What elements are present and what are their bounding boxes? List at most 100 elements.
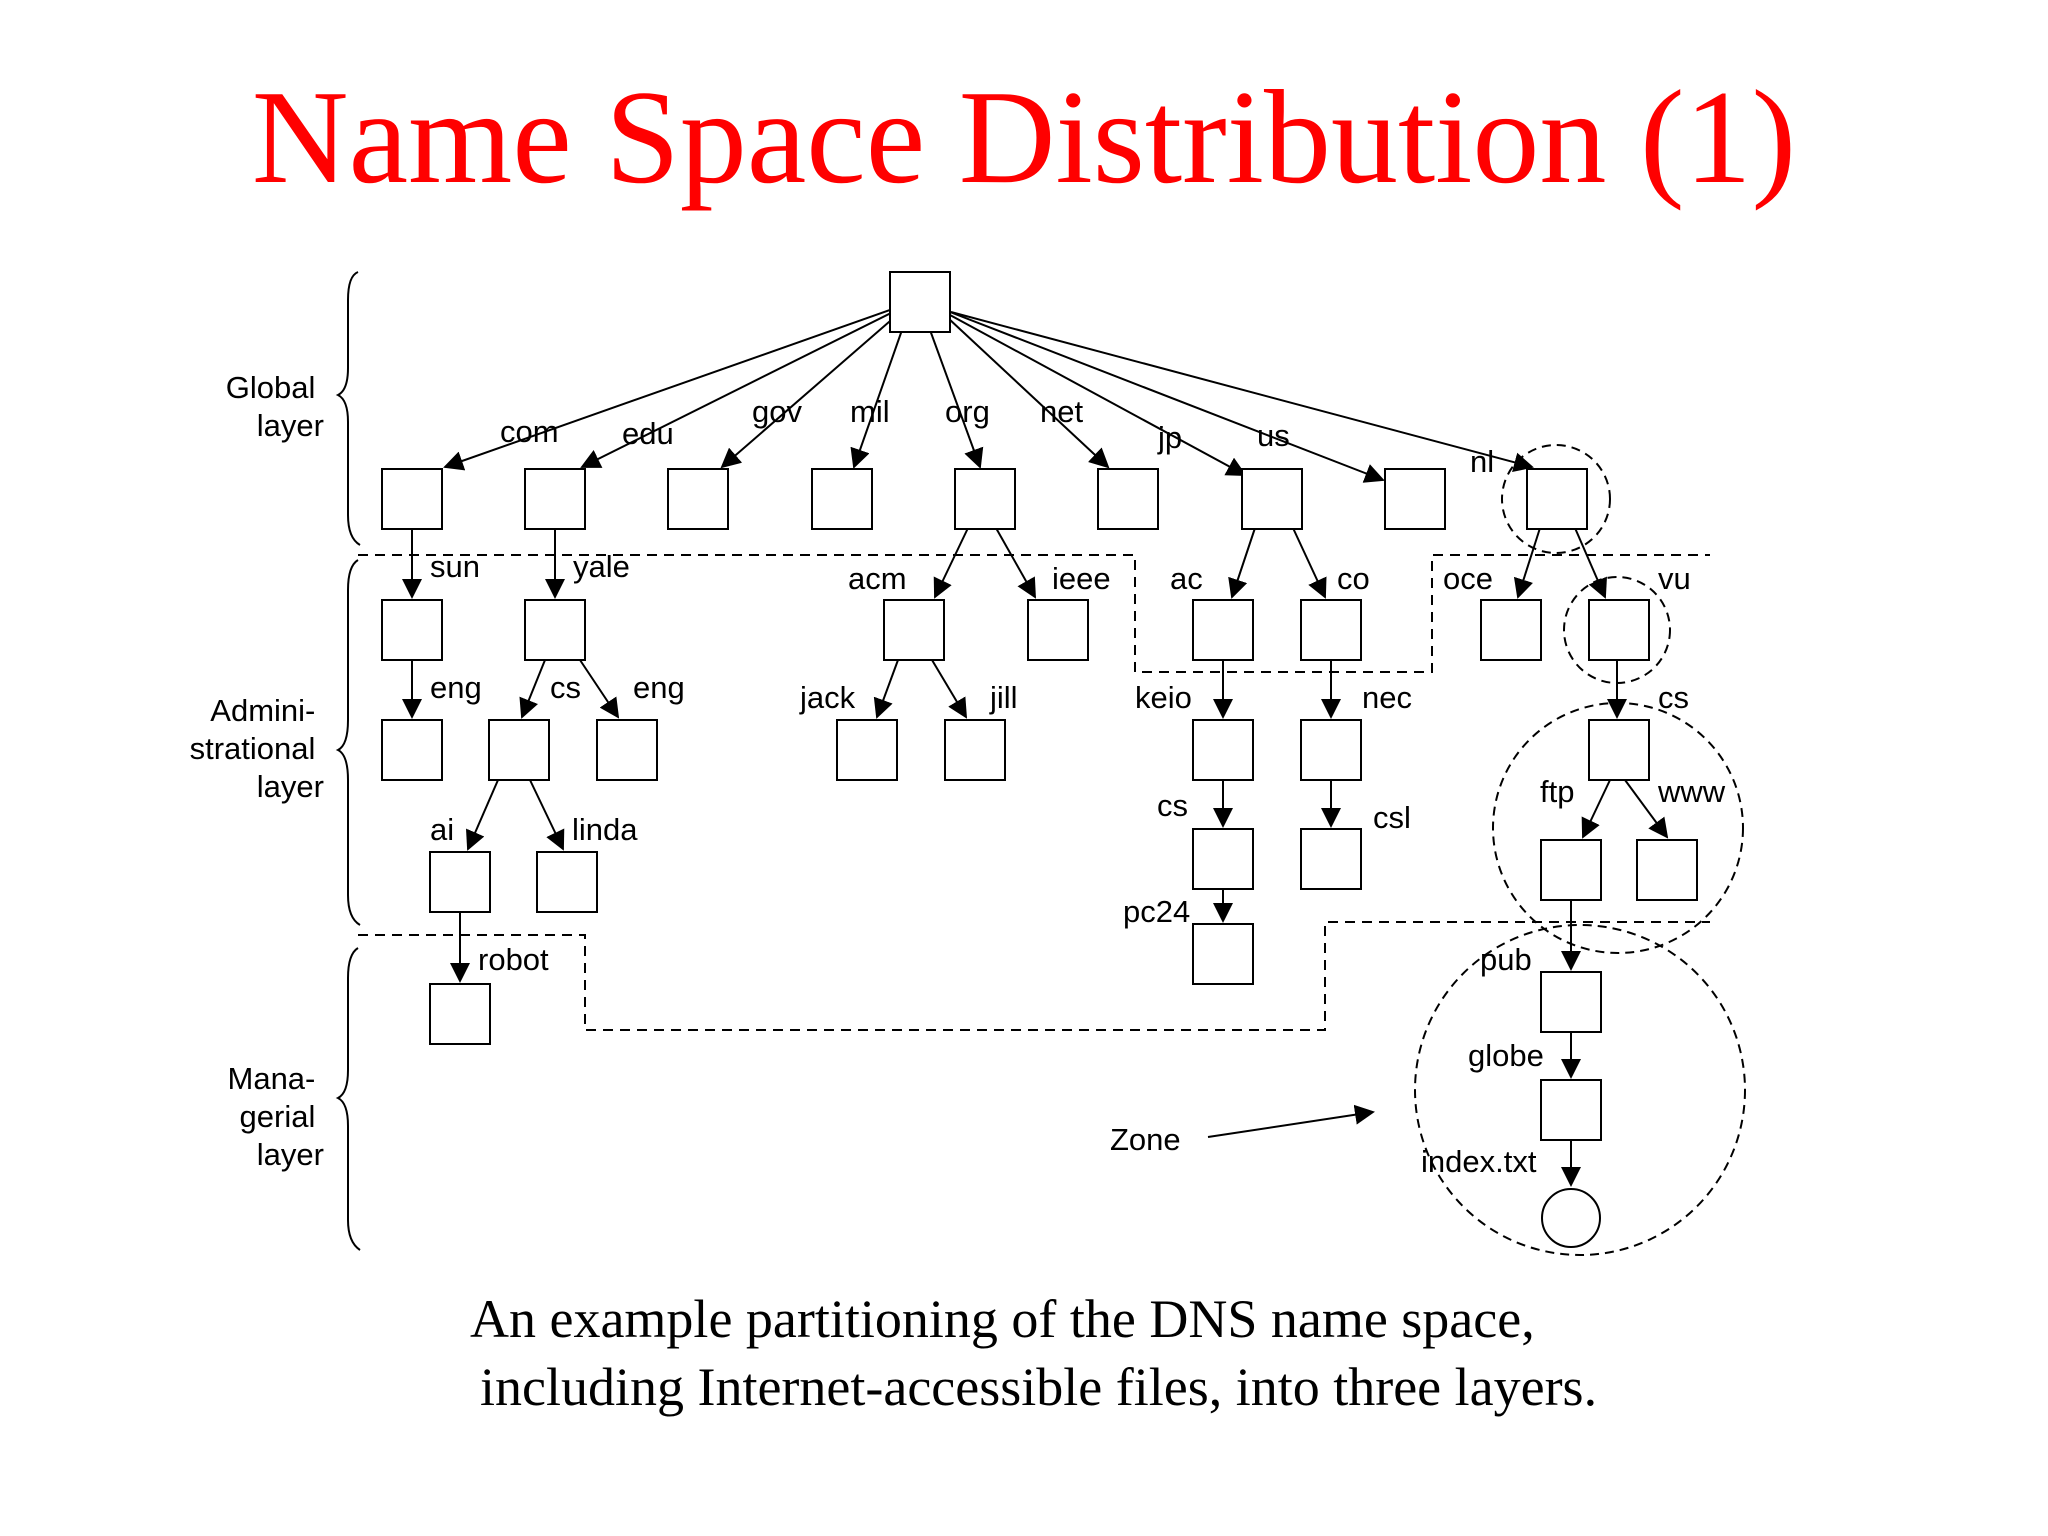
edge-ieee [995, 527, 1036, 599]
label-pub: pub [1480, 942, 1532, 977]
node-oce [1480, 599, 1542, 661]
global-layer-brace [335, 271, 361, 546]
edge-ac [1228, 527, 1256, 599]
label-jp: jp [1157, 420, 1182, 455]
node-eng-yale [596, 719, 658, 781]
edge-vu [1574, 527, 1607, 599]
node-com [381, 468, 443, 530]
managerial-layer-brace [335, 947, 361, 1251]
node-cs-keio [1192, 828, 1254, 890]
administrational-layer-brace [335, 559, 361, 926]
label-jill: jill [989, 680, 1018, 715]
managerial-layer-label: Mana- gerial layer [228, 1061, 325, 1172]
node-yale [524, 599, 586, 661]
label-globe: globe [1468, 1038, 1544, 1073]
label-sun: sun [430, 549, 480, 584]
edge-cs-yale [519, 659, 546, 719]
node-jp [1241, 468, 1303, 530]
node-ieee [1027, 599, 1089, 661]
node-eng-sun [381, 719, 443, 781]
node-vu [1588, 599, 1650, 661]
label-oce: oce [1443, 561, 1493, 596]
node-acm [883, 599, 945, 661]
label-eng-yale: eng [633, 670, 685, 705]
label-cs-vu: cs [1658, 680, 1689, 715]
label-index-txt: index.txt [1421, 1144, 1537, 1179]
edge-us [949, 311, 1385, 483]
node-mil [811, 468, 873, 530]
label-cs-keio: cs [1157, 788, 1188, 823]
edge-jack [873, 659, 899, 719]
edge-ai [466, 779, 499, 851]
node-us [1384, 468, 1446, 530]
node-ai [429, 851, 491, 913]
administrational-layer-label: Admini- strational layer [190, 693, 324, 804]
edge-www [1624, 779, 1669, 839]
label-keio: keio [1135, 680, 1192, 715]
edge-org [929, 329, 984, 469]
label-us: us [1257, 418, 1290, 453]
edge-labels: com edu gov mil org net jp us nl sun yal… [430, 394, 1726, 1179]
node-org [954, 468, 1016, 530]
caption-line-2: including Internet-accessible files, int… [480, 1357, 1598, 1417]
admin-managerial-boundary [358, 921, 1710, 1031]
edge-jp [949, 314, 1247, 476]
label-vu: vu [1658, 561, 1691, 596]
node-linda [536, 851, 598, 913]
label-ieee: ieee [1052, 561, 1111, 596]
layer-braces [335, 271, 361, 1251]
tree-nodes [381, 271, 1698, 1248]
node-ac [1192, 599, 1254, 661]
node-net [1097, 468, 1159, 530]
slide-title: Name Space Distribution (1) [251, 63, 1797, 211]
label-edu: edu [622, 416, 674, 451]
edge-mil [850, 329, 903, 469]
caption-line-1: An example partitioning of the DNS name … [470, 1289, 1535, 1349]
node-cs-yale [488, 719, 550, 781]
node-www [1636, 839, 1698, 901]
label-eng-sun: eng [430, 670, 482, 705]
label-robot: robot [478, 942, 549, 977]
edge-gov [720, 314, 898, 469]
edge-eng-yale [579, 659, 620, 719]
label-pc24: pc24 [1123, 894, 1190, 929]
label-mil: mil [850, 394, 890, 429]
pub-zone [1414, 924, 1746, 1256]
node-sun [381, 599, 443, 661]
edge-net [947, 317, 1110, 469]
label-yale: yale [573, 549, 630, 584]
node-pc24 [1192, 923, 1254, 985]
node-jack [836, 719, 898, 781]
node-co [1300, 599, 1362, 661]
node-cs-vu [1588, 719, 1650, 781]
global-layer-label: Global layer [226, 370, 324, 443]
root-node [889, 271, 951, 333]
edge-nl [950, 311, 1534, 473]
edge-linda [529, 779, 565, 851]
nl-zone [1501, 444, 1611, 554]
label-csl: csl [1373, 800, 1411, 835]
edge-jill [931, 659, 968, 719]
label-linda: linda [572, 812, 638, 847]
layer-boundaries [358, 554, 1710, 1031]
label-org: org [945, 394, 990, 429]
edge-edu [580, 311, 894, 468]
global-admin-boundary [358, 554, 1710, 673]
label-co: co [1337, 561, 1370, 596]
edge-oce [1513, 527, 1541, 599]
node-jill [944, 719, 1006, 781]
node-keio [1192, 719, 1254, 781]
edge-com [443, 309, 891, 471]
tree-edges [402, 309, 1669, 1187]
zone-pointer [1207, 1104, 1375, 1138]
label-zone: Zone [1110, 1122, 1181, 1157]
label-com: com [500, 414, 559, 449]
node-csl [1300, 828, 1362, 890]
node-nl [1526, 468, 1588, 530]
label-www: www [1657, 774, 1726, 809]
node-gov [667, 468, 729, 530]
node-edu [524, 468, 586, 530]
edge-co [1292, 527, 1327, 599]
node-robot [429, 983, 491, 1045]
node-pub [1540, 971, 1602, 1033]
